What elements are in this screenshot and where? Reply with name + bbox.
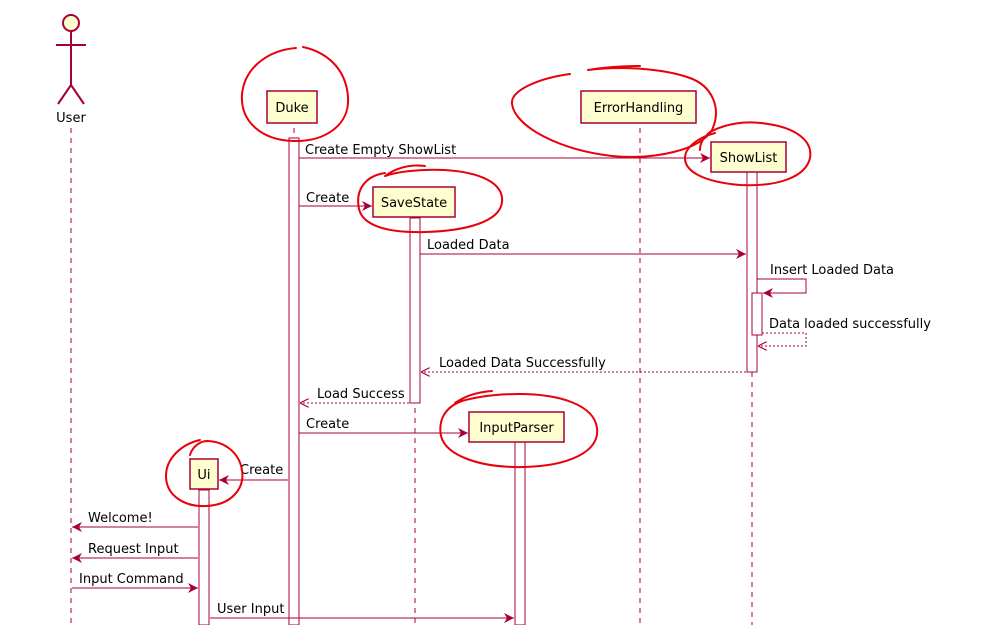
message-label: Welcome! [88, 511, 153, 526]
circle-annotation-duke [240, 46, 350, 143]
participant-label: SaveState [381, 196, 447, 211]
message-label: Data loaded successfully [769, 317, 931, 332]
activations [198, 137, 763, 625]
activation-inputparser [514, 441, 526, 625]
activation-savestate [409, 217, 421, 404]
message-create-empty-showlist: Create Empty ShowList [299, 143, 710, 163]
message-label: Create [306, 191, 349, 206]
stick-figure-icon [56, 14, 86, 105]
actor-label: User [56, 111, 86, 126]
participant-label: ErrorHandling [594, 101, 684, 116]
message-welcome: Welcome! [72, 511, 198, 532]
message-loaded-data: Loaded Data [420, 238, 746, 259]
participant-label: ShowList [720, 151, 778, 166]
participant-ui: Ui [189, 458, 219, 490]
participant-label: InputParser [479, 421, 554, 436]
participant-box [580, 90, 697, 124]
activation-showlist [746, 171, 758, 373]
message-create-savestate: Create [299, 191, 372, 211]
activation-showlist-nested [751, 292, 763, 336]
actor-user: User [56, 14, 86, 126]
message-label: Load Success [317, 387, 405, 402]
participant-box [266, 90, 318, 124]
message-label: User Input [217, 602, 284, 617]
message-label: Create Empty ShowList [305, 143, 456, 158]
message-label: Request Input [88, 542, 179, 557]
participant-savestate: SaveState [372, 186, 456, 218]
participant-showlist: ShowList [710, 141, 787, 173]
participant-label: Ui [197, 468, 210, 483]
circle-annotation-ui [165, 439, 244, 508]
annotations [165, 46, 812, 508]
circle-annotation-savestate [357, 164, 504, 234]
message-input-command: Input Command [72, 572, 198, 593]
message-label: Insert Loaded Data [770, 263, 894, 278]
message-create-ui: Create [219, 463, 288, 485]
participant-box [372, 186, 456, 218]
message-label: Loaded Data Successfully [439, 356, 606, 371]
message-arrow [757, 278, 807, 298]
message-request-input: Request Input [72, 542, 198, 563]
message-data-loaded-successfully: Data loaded successfully [758, 317, 931, 346]
participant-box [468, 411, 565, 443]
activation-ui [198, 489, 210, 625]
message-user-input: User Input [210, 602, 514, 623]
circle-annotation-showlist [683, 121, 812, 187]
message-loaded-data-successfully: Loaded Data Successfully [421, 356, 746, 372]
circle-annotation-inputparser [439, 390, 599, 469]
message-label: Create [240, 463, 283, 478]
participant-box [189, 458, 219, 490]
participant-label: Duke [275, 101, 308, 116]
message-insert-loaded-data: Insert Loaded Data [757, 263, 894, 298]
participant-box [710, 141, 787, 173]
participant-errorhandling: ErrorHandling [580, 90, 697, 124]
message-load-success: Load Success [300, 387, 409, 403]
activation-duke [288, 137, 300, 625]
participant-duke: Duke [266, 90, 318, 124]
message-arrow [758, 332, 807, 346]
message-label: Create [306, 417, 349, 432]
participant-inputparser: InputParser [468, 411, 565, 443]
message-label: Loaded Data [427, 238, 510, 253]
message-label: Input Command [79, 572, 184, 587]
